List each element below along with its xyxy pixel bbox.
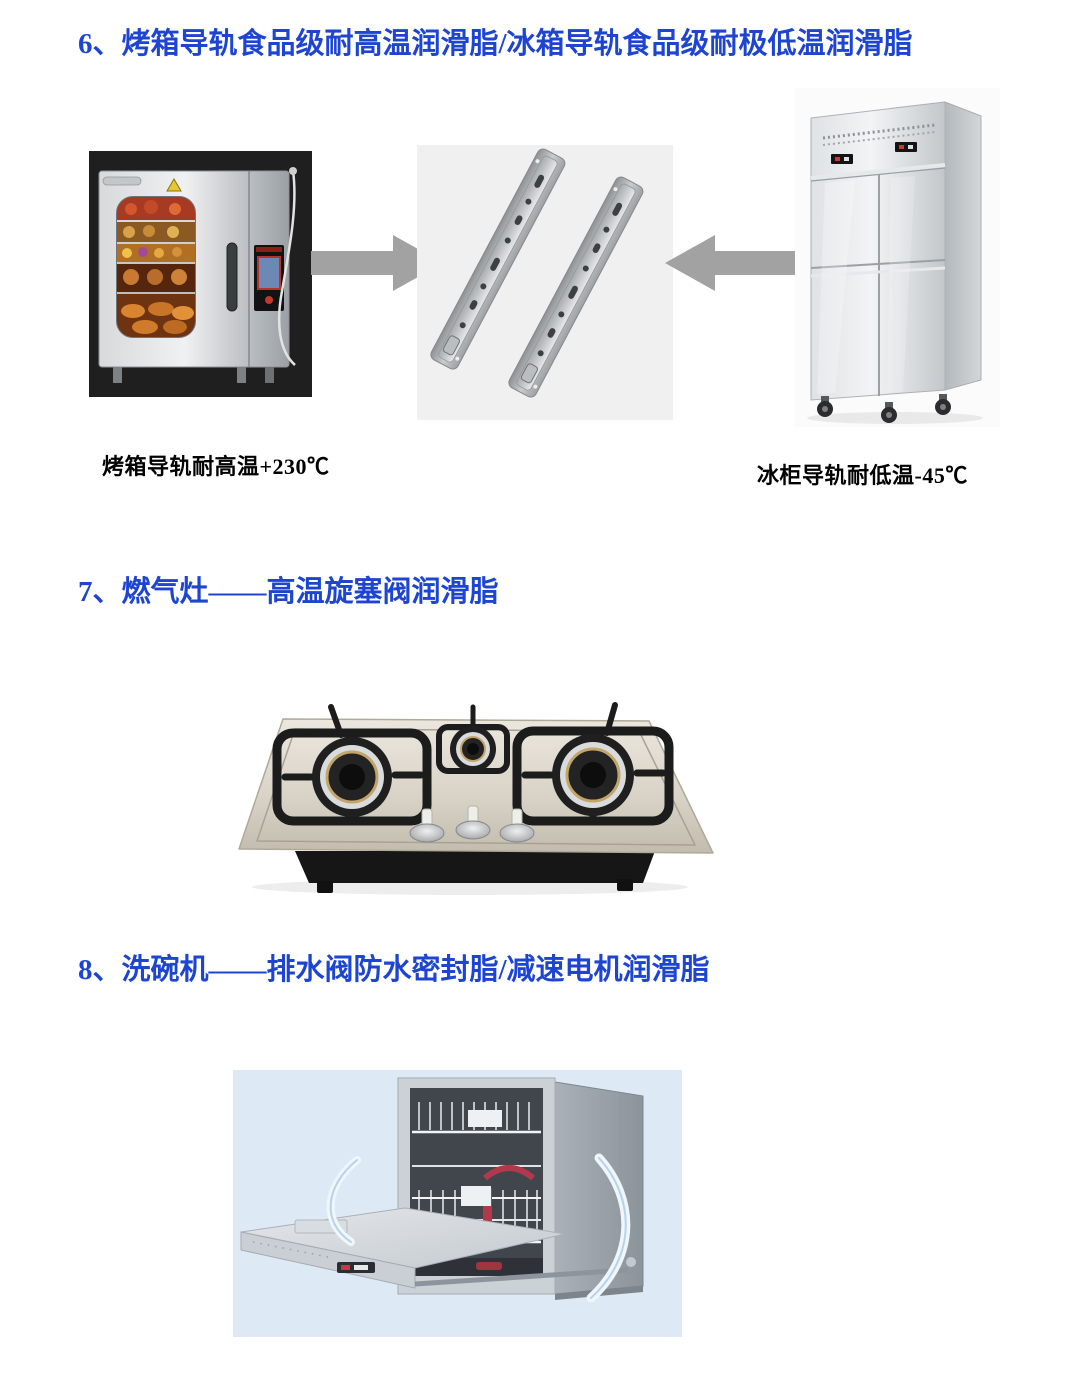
drawer-slides-image xyxy=(417,145,673,420)
freezer-caption: 冰柜导轨耐低温-45℃ xyxy=(757,463,968,488)
section-8-heading: 8、洗碗机——排水阀防水密封脂/减速电机润滑脂 xyxy=(78,954,710,986)
arrow-left-icon xyxy=(665,233,797,293)
gas-stove-image xyxy=(225,655,715,900)
section-7-heading: 7、燃气灶——高温旋塞阀润滑脂 xyxy=(78,576,499,608)
section-6-heading: 6、烤箱导轨食品级耐高温润滑脂/冰箱导轨食品级耐极低温润滑脂 xyxy=(78,28,913,60)
oven-caption: 烤箱导轨耐高温+230℃ xyxy=(102,454,330,479)
oven-image xyxy=(89,151,312,397)
arrow-right-icon xyxy=(311,233,443,293)
freezer-image xyxy=(795,88,1000,427)
dishwasher-image xyxy=(233,1070,682,1337)
